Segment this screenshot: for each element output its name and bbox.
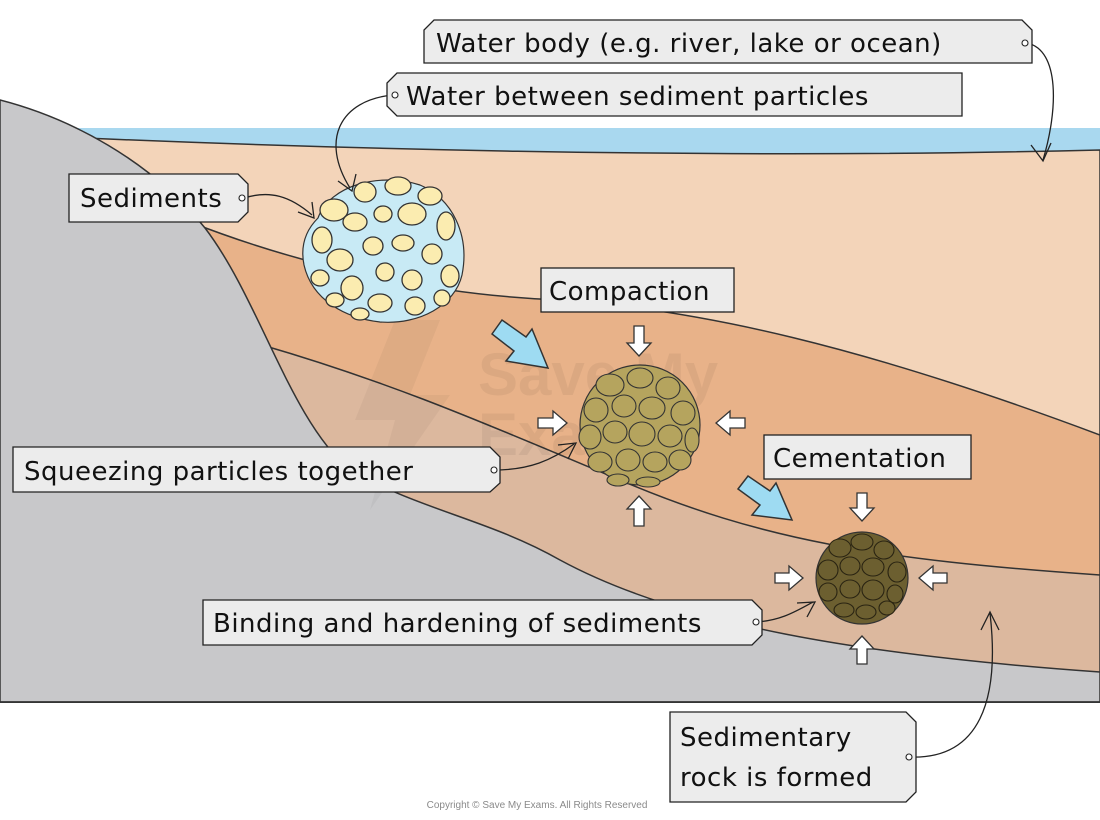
leader-water-between-head [337, 173, 357, 193]
label-rock-formed: Sedimentary rock is formed [669, 711, 917, 803]
loose-sediment-cluster [302, 176, 465, 323]
arrow-left-icon [715, 409, 746, 437]
tag-hole [391, 91, 399, 99]
process-arrows [490, 318, 794, 521]
label-cementation: Cementation [763, 434, 972, 480]
tag-shape [202, 599, 763, 646]
label-water-between-text: Water between sediment particles [406, 82, 869, 112]
watermark-logo-icon [355, 320, 450, 510]
leader-sediments [243, 193, 313, 216]
leader-sediments-head [297, 201, 315, 219]
arrow-up-icon [625, 495, 653, 527]
arrow-down-icon [625, 325, 653, 357]
label-squeezing-text: Squeezing particles together [24, 457, 413, 487]
tag-shape [763, 434, 972, 480]
loose-grains [310, 176, 460, 321]
leader-rock-formed-head [980, 610, 1000, 631]
label-compaction: Compaction [540, 267, 735, 313]
compacted-sediment-cluster [537, 325, 746, 527]
tag-shape [68, 173, 249, 223]
tag-shape [386, 72, 963, 117]
cemented-grains [817, 533, 907, 620]
label-sediments: Sediments [68, 173, 249, 223]
cementation-process-arrow-icon [736, 474, 794, 521]
label-sediments-text: Sediments [80, 184, 222, 214]
cemented-sediment-cluster [774, 492, 948, 665]
label-compaction-text: Compaction [549, 277, 710, 307]
label-cementation-text: Cementation [773, 444, 946, 474]
label-rock-formed-line-1: Sedimentary [680, 723, 852, 753]
leader-water-body [1026, 42, 1054, 161]
arrow-left-icon [918, 564, 948, 592]
copyright-text: Copyright © Save My Exams. All Rights Re… [427, 800, 648, 811]
leader-squeezing-head [557, 442, 578, 460]
leader-water-body-head [1030, 142, 1052, 163]
tag-shape [423, 19, 1033, 64]
leader-binding-head [796, 601, 817, 618]
label-rock-formed-line-2: rock is formed [680, 763, 873, 793]
leader-lines [243, 42, 1054, 758]
leader-squeezing [493, 443, 575, 471]
leader-water-between [335, 94, 394, 189]
label-water-between: Water between sediment particles [386, 72, 963, 117]
tag-shape [669, 711, 917, 803]
arrow-down-icon [848, 492, 876, 522]
compaction-inward-arrows [537, 325, 746, 527]
label-binding-text: Binding and hardening of sediments [213, 609, 702, 639]
tag-hole [752, 618, 760, 626]
tag-hole [1021, 39, 1029, 47]
compacted-grains [578, 367, 700, 488]
arrow-up-icon [848, 635, 876, 665]
tag-shape [12, 446, 501, 493]
label-water-body: Water body (e.g. river, lake or ocean) [423, 19, 1033, 64]
tag-shape [540, 267, 735, 313]
label-binding: Binding and hardening of sediments [202, 599, 763, 646]
arrow-right-icon [537, 409, 568, 437]
tag-hole [905, 753, 913, 761]
compaction-process-arrow-icon [490, 318, 550, 369]
arrow-right-icon [774, 564, 804, 592]
label-squeezing: Squeezing particles together [12, 446, 501, 493]
tag-hole [238, 194, 246, 202]
label-water-body-text: Water body (e.g. river, lake or ocean) [436, 29, 942, 59]
leader-rock-formed [908, 612, 994, 758]
cementation-inward-arrows [774, 492, 948, 665]
tag-hole [490, 466, 498, 474]
